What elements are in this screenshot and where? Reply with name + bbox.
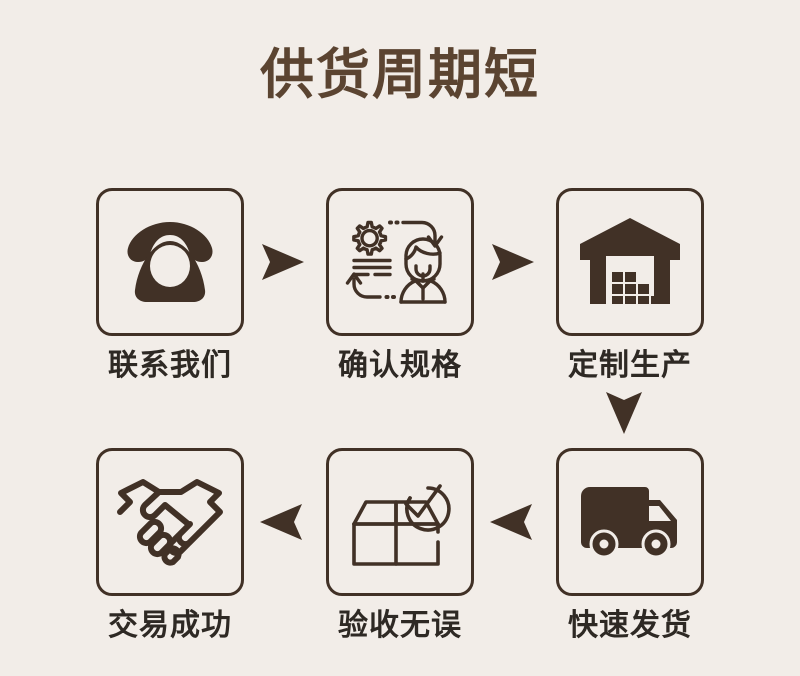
icon-card-inspection-ok: [326, 448, 474, 596]
icon-card-confirm-specs: [326, 188, 474, 336]
page-title: 供货周期短: [260, 45, 540, 105]
flow-step-contact-us[interactable]: 联系我们: [90, 188, 250, 382]
delivery-truck-icon: [581, 487, 677, 559]
arrow-right-specs-to-production: [486, 236, 538, 288]
gear-person-icon: [345, 220, 447, 304]
flow-step-confirm-specs[interactable]: 确认规格: [320, 188, 480, 382]
flow-step-fast-shipping[interactable]: 快速发货: [550, 448, 710, 642]
arrow-down-production-to-shipping: [598, 386, 650, 438]
flow-step-label: 确认规格: [338, 349, 462, 382]
flow-step-deal-success[interactable]: 交易成功: [90, 448, 250, 642]
flow-step-label: 快速发货: [568, 609, 692, 642]
flow-step-inspection-ok[interactable]: 验收无误: [320, 448, 480, 642]
flow-step-label: 联系我们: [108, 349, 232, 382]
arrow-right-contact-to-specs: [256, 236, 308, 288]
icon-card-contact-us: [96, 188, 244, 336]
flow-step-label: 交易成功: [108, 609, 232, 642]
flow-step-custom-production[interactable]: 定制生产: [550, 188, 710, 382]
icon-card-custom-production: [556, 188, 704, 336]
handshake-icon: [117, 479, 223, 566]
icon-card-fast-shipping: [556, 448, 704, 596]
arrow-left-inspection-to-deal: [256, 496, 308, 548]
warehouse-icon: [580, 218, 680, 304]
flow-step-label: 验收无误: [338, 609, 462, 642]
arrow-left-shipping-to-inspection: [486, 496, 538, 548]
icon-card-deal-success: [96, 448, 244, 596]
flow-step-label: 定制生产: [568, 349, 692, 382]
box-check-icon: [352, 484, 451, 566]
telephone-icon: [127, 222, 213, 302]
